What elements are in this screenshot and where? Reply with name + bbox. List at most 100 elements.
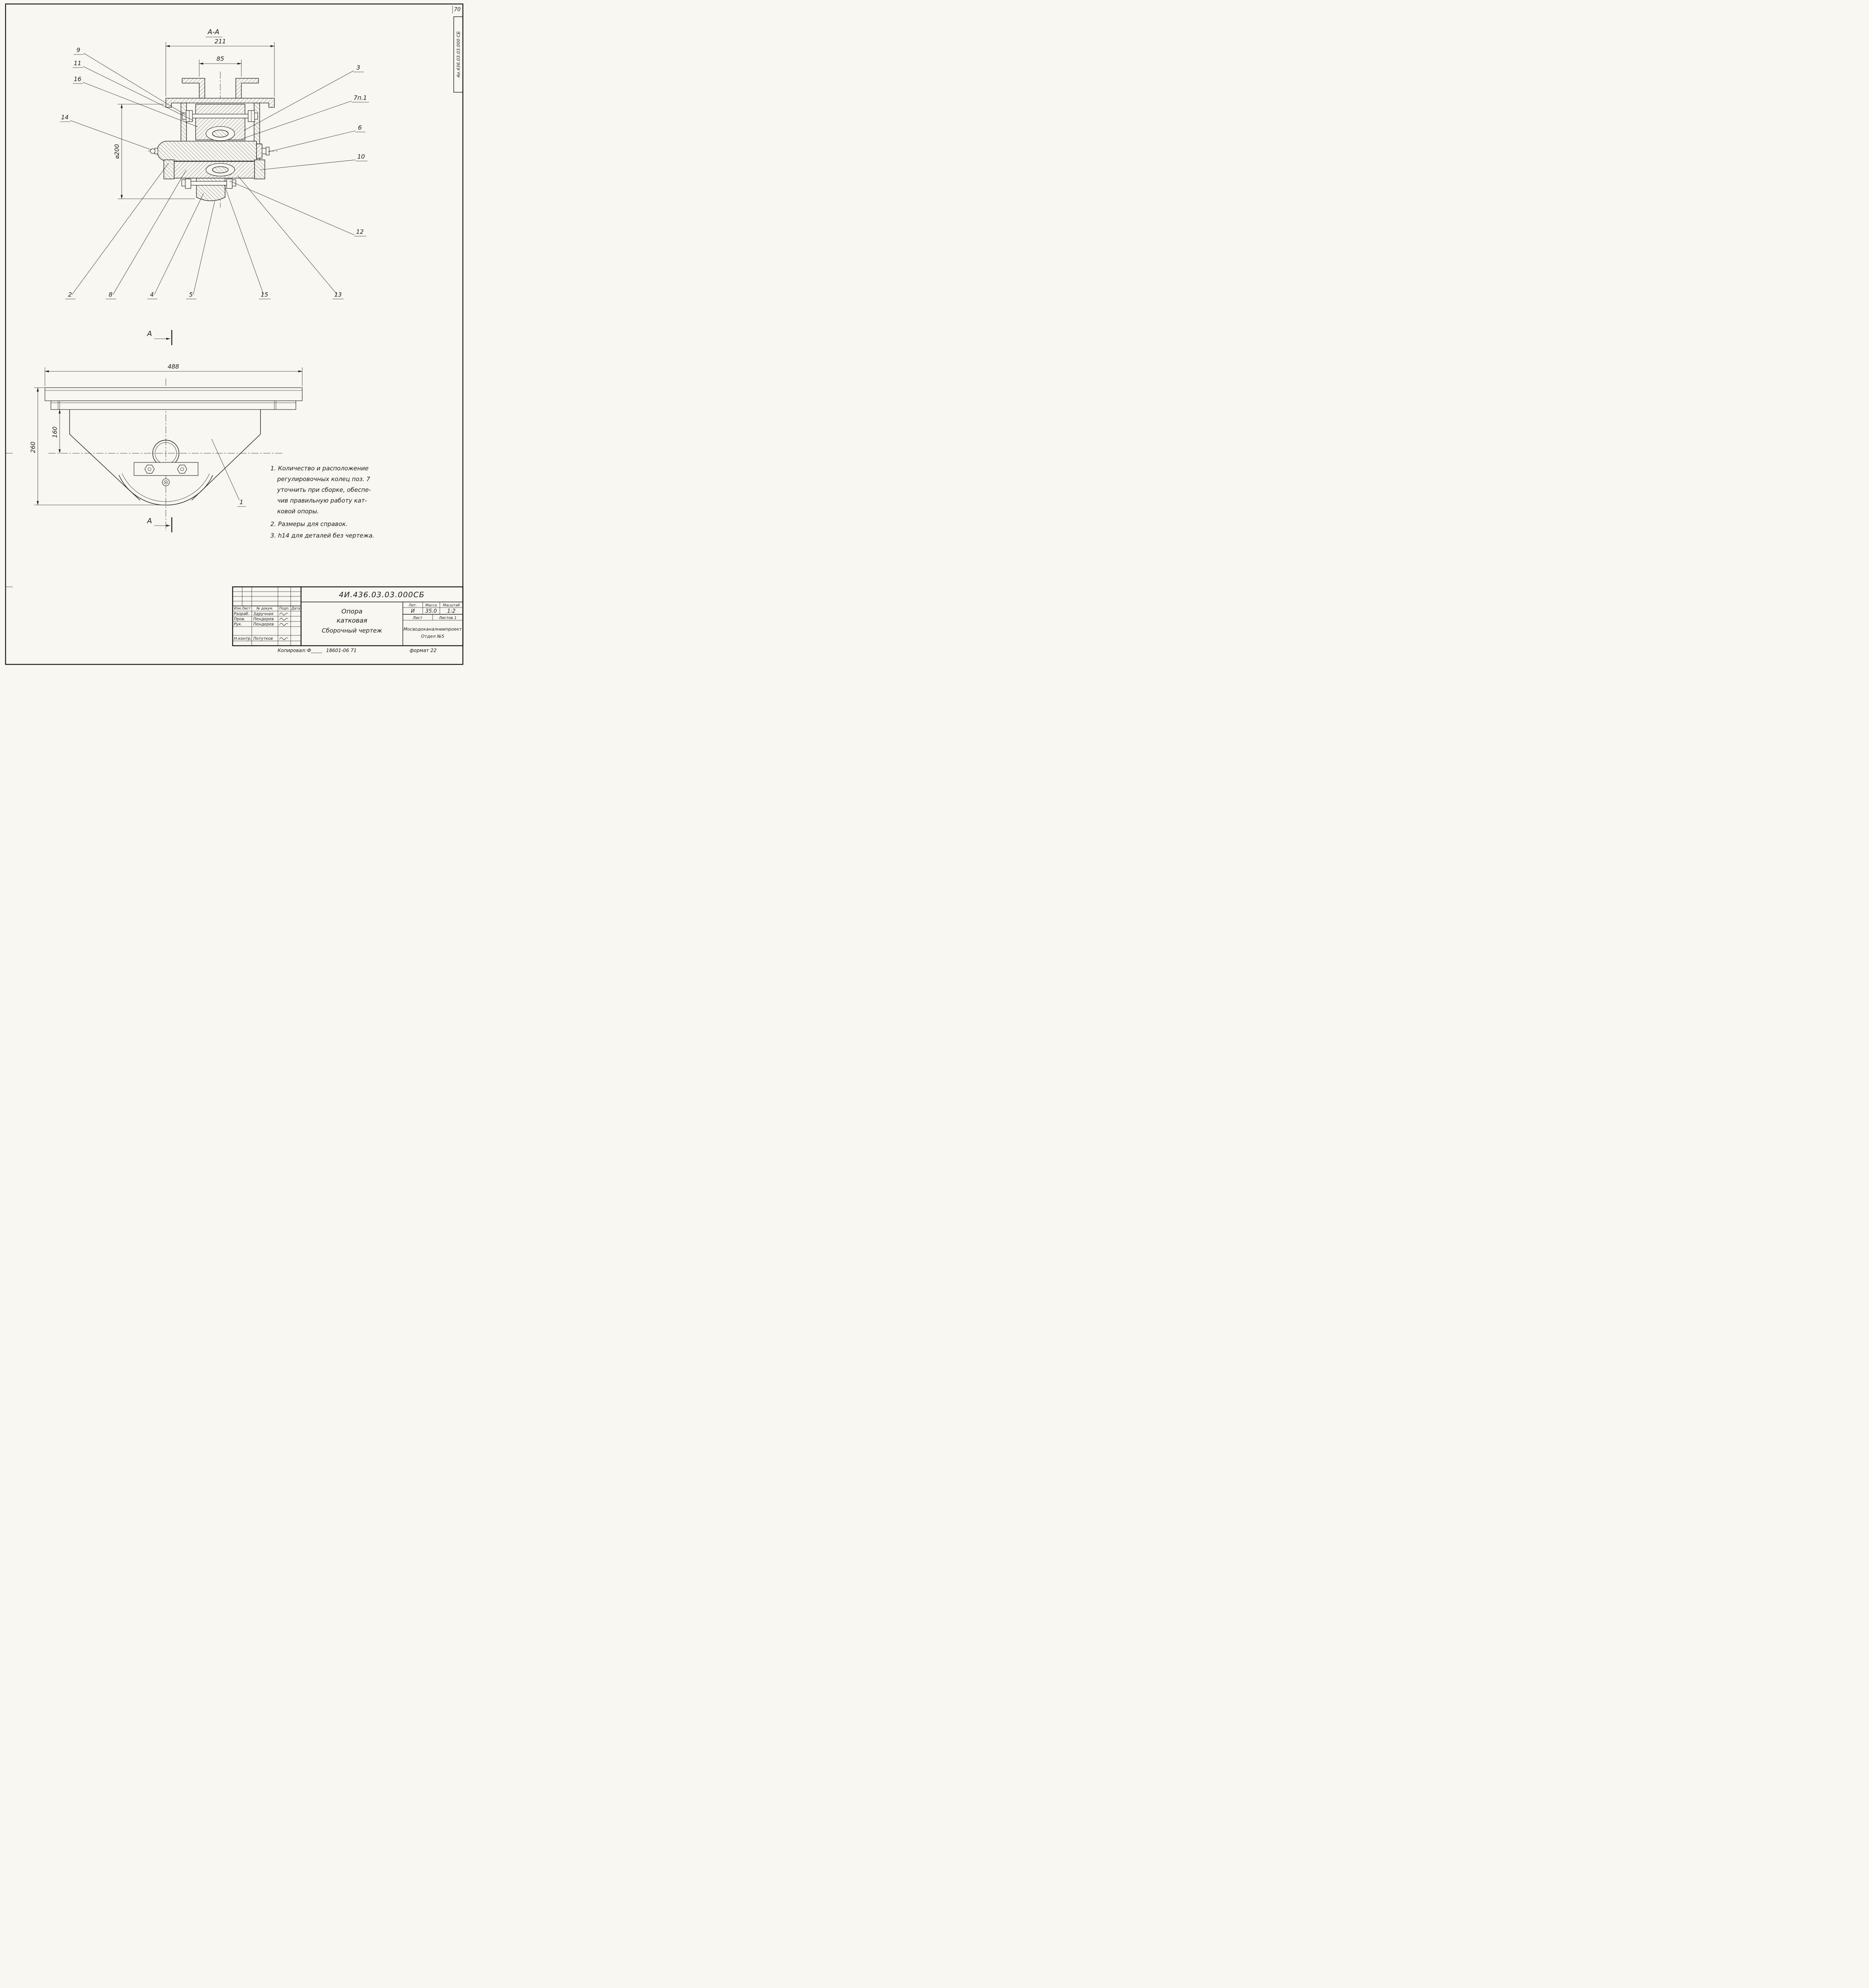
svg-text:7п.1: 7п.1 <box>354 94 367 101</box>
section-view: А-А <box>60 28 369 299</box>
svg-text:211: 211 <box>215 38 226 45</box>
bolt-plate <box>134 462 198 476</box>
dim-211: 211 <box>165 38 275 97</box>
svg-text:488: 488 <box>168 363 179 370</box>
svg-text:1: 1 <box>239 499 243 506</box>
drawing-title-3: Сборочный чертеж <box>322 627 382 634</box>
callout-3: 3 <box>244 64 364 131</box>
note-line: 2. Размеры для справок. <box>270 520 348 528</box>
dim-85: 85 <box>199 55 242 77</box>
copied-label: Копировал: <box>278 648 307 653</box>
drawing-sheet: 70 4и.436.03.03.000 СБ А-А <box>0 0 467 669</box>
lower-clamp <box>181 178 236 201</box>
svg-text:⌀200: ⌀200 <box>113 144 120 159</box>
drawing-frame <box>5 3 464 665</box>
svg-text:260: 260 <box>29 442 37 453</box>
col-sign: Подп. <box>279 607 289 611</box>
dim-diameter-200: ⌀200 <box>113 104 195 199</box>
signature-mark <box>279 618 288 621</box>
callout-12: 12 <box>229 181 366 237</box>
drawing-title-2: катковая <box>336 617 367 624</box>
svg-text:6: 6 <box>358 124 362 131</box>
grease-nipple <box>150 148 158 154</box>
svg-text:12: 12 <box>356 228 363 235</box>
svg-text:А: А <box>147 330 152 338</box>
note-line: регулировочных колец поз. 7 <box>277 476 370 483</box>
technical-notes: 1. Количество и расположение регулировоч… <box>270 465 374 539</box>
dim-160: 160 <box>51 409 61 454</box>
callout-15: 15 <box>224 184 271 299</box>
format-label: формат 22 <box>410 648 437 653</box>
org-name: Мосводоканалниипроект <box>404 627 462 632</box>
dim-260: 260 <box>29 387 163 505</box>
svg-text:8: 8 <box>109 291 113 298</box>
section-title: А-А <box>207 28 219 36</box>
row-prov-role: Пров. <box>234 617 245 621</box>
side-view: А А 488 <box>29 330 303 532</box>
svg-text:2: 2 <box>68 291 72 298</box>
hex-bolt-right <box>177 465 187 474</box>
mass-value: 35.0 <box>425 608 437 614</box>
row-ruk-role: Рук. <box>234 622 242 627</box>
row-nkontr-role: Н.контр. <box>234 637 252 641</box>
note-line: ковой опоры. <box>277 508 319 515</box>
svg-text:16: 16 <box>74 76 81 83</box>
upper-bearing-housing <box>195 104 245 141</box>
callout-4: 4 <box>147 193 204 299</box>
svg-text:13: 13 <box>334 291 342 298</box>
col-date: Дата <box>291 607 300 611</box>
svg-text:15: 15 <box>260 291 268 298</box>
callout-5: 5 <box>186 201 215 299</box>
page-number: 70 <box>452 6 460 14</box>
callout-9: 9 <box>74 47 187 116</box>
bracket <box>69 410 261 501</box>
svg-text:11: 11 <box>74 60 81 67</box>
callout-10: 10 <box>260 153 367 170</box>
note-line: уточнить при сборке, обеспе- <box>277 486 371 493</box>
sheet-label: Лист <box>412 616 423 620</box>
svg-text:5: 5 <box>189 291 193 298</box>
bottom-line: Копировал: Ф 18601-06 71 формат 22 <box>278 648 437 653</box>
callout-7p1: 7п.1 <box>241 94 369 140</box>
signature-mark <box>279 613 288 615</box>
callout-1: 1 <box>211 439 246 507</box>
lower-bearing-housing <box>163 159 265 179</box>
mass-header: Масса <box>425 604 437 608</box>
callout-6: 6 <box>268 124 365 152</box>
sheets-label: Листов 1 <box>439 616 457 620</box>
roller-wheel <box>119 473 213 506</box>
row-razrab-name: Здручная <box>253 612 273 616</box>
svg-text:14: 14 <box>61 114 68 121</box>
section-mark-bottom: А <box>147 517 173 532</box>
scale-value: 1:2 <box>447 608 456 614</box>
signature-mark <box>279 637 288 640</box>
corner-stamp-text: 4и.436.03.03.000 СБ <box>456 31 461 78</box>
lit-value: И <box>411 608 415 614</box>
section-mark-top: А <box>147 330 173 345</box>
doc-number: 4И.436.03.03.000СБ <box>339 590 425 599</box>
col-doc: № докум. <box>256 607 273 611</box>
callout-8: 8 <box>106 170 187 299</box>
row-razrab-role: Разраб. <box>234 612 249 616</box>
note-line: 3. h14 для деталей без чертежа. <box>270 532 374 539</box>
svg-text:85: 85 <box>216 55 224 62</box>
row-ruk-name: Пендерев <box>253 622 274 627</box>
title-block: 4И.436.03.03.000СБ Опора катковая Сбороч… <box>232 586 464 646</box>
drawing-title-1: Опора <box>342 608 363 615</box>
drawing-canvas: 70 4и.436.03.03.000 СБ А-А <box>5 3 464 665</box>
svg-text:А: А <box>147 517 152 525</box>
callout-13: 13 <box>237 175 344 299</box>
axle <box>157 141 270 161</box>
svg-text:160: 160 <box>51 427 58 438</box>
copied-ref: Ф <box>307 648 311 653</box>
note-line: чив правильную работу кат- <box>277 497 367 504</box>
scale-header: Масштаб <box>443 604 460 608</box>
svg-text:4: 4 <box>150 291 154 298</box>
top-plate-side <box>45 387 303 410</box>
org-dept: Отдел №5 <box>421 634 444 639</box>
top-plate <box>165 98 275 108</box>
copied-number: 18601-06 71 <box>326 648 357 653</box>
corner-stamp: 4и.436.03.03.000 СБ <box>453 16 463 93</box>
row-nkontr-name: Потутков <box>253 637 273 641</box>
svg-text:3: 3 <box>356 64 360 71</box>
